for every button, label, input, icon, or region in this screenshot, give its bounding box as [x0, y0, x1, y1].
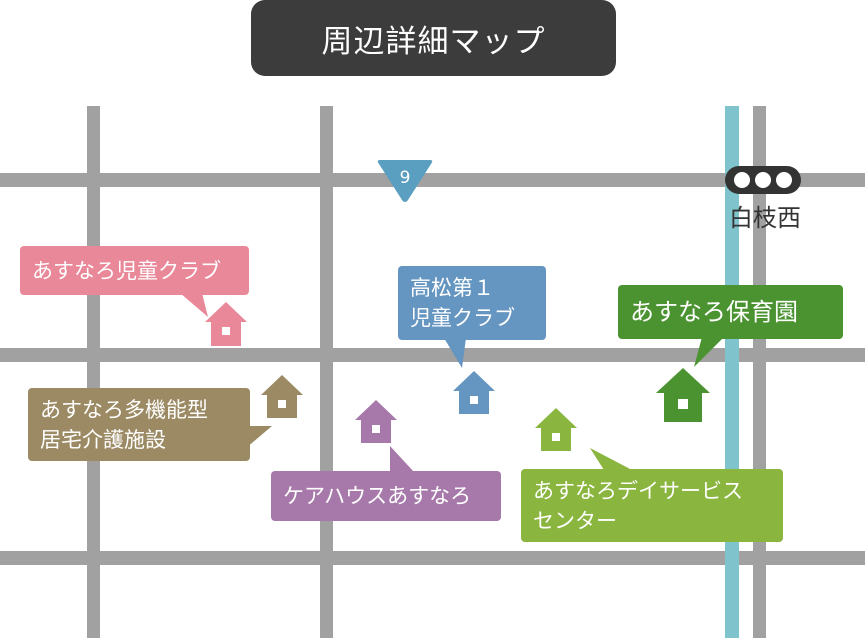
- signal-lamp: [755, 172, 771, 188]
- house-icon[interactable]: [656, 368, 710, 422]
- house-icon[interactable]: [205, 302, 247, 346]
- callout-label: あすなろデイサービス: [533, 478, 743, 503]
- map-title: 周辺詳細マップ: [251, 0, 616, 76]
- callout-takamatsu-club: 高松第１ 児童クラブ: [398, 266, 546, 340]
- route-marker: 9: [376, 160, 434, 204]
- callout-label: あすなろ多機能型: [40, 397, 208, 422]
- map-title-text: 周辺詳細マップ: [321, 23, 546, 60]
- road-horizontal-bottom: [0, 551, 865, 565]
- house-icon[interactable]: [535, 408, 577, 451]
- callout-label: あすなろ児童クラブ: [32, 258, 221, 283]
- callout-tail: [590, 448, 632, 470]
- callout-label: ケアハウスあすなろ: [283, 484, 472, 508]
- callout-label: センター: [533, 508, 617, 533]
- route-number: 9: [399, 168, 411, 188]
- traffic-signal-icon: [725, 166, 801, 194]
- callout-tail: [180, 293, 208, 317]
- station-label: 白枝西: [729, 204, 801, 232]
- callout-label: 居宅介護施設: [40, 427, 166, 452]
- road-horizontal-top: [0, 173, 865, 187]
- road-horizontal-middle: [0, 348, 865, 362]
- callout-tail: [444, 338, 466, 368]
- callout-day-service: あすなろデイサービス センター: [521, 469, 783, 542]
- callout-jidou-club: あすなろ児童クラブ: [20, 246, 249, 295]
- callout-tail: [694, 337, 724, 367]
- callout-kaigo: あすなろ多機能型 居宅介護施設: [28, 388, 250, 461]
- callout-label: 児童クラブ: [410, 306, 515, 330]
- callout-care-house: ケアハウスあすなろ: [271, 471, 501, 521]
- route-shield-icon: [377, 160, 433, 202]
- signal-lamp: [734, 172, 750, 188]
- road-vertical-left: [87, 106, 100, 638]
- callout-tail: [390, 446, 414, 472]
- house-icon[interactable]: [261, 375, 303, 418]
- callout-label: 高松第１: [410, 276, 494, 300]
- callout-tail: [246, 426, 272, 448]
- callout-hoikuen: あすなろ保育園: [618, 285, 843, 339]
- house-icon[interactable]: [355, 400, 397, 443]
- house-icon[interactable]: [453, 371, 495, 414]
- callout-label: あすなろ保育園: [630, 298, 798, 326]
- road-vertical-center: [320, 106, 333, 638]
- signal-lamp: [776, 172, 792, 188]
